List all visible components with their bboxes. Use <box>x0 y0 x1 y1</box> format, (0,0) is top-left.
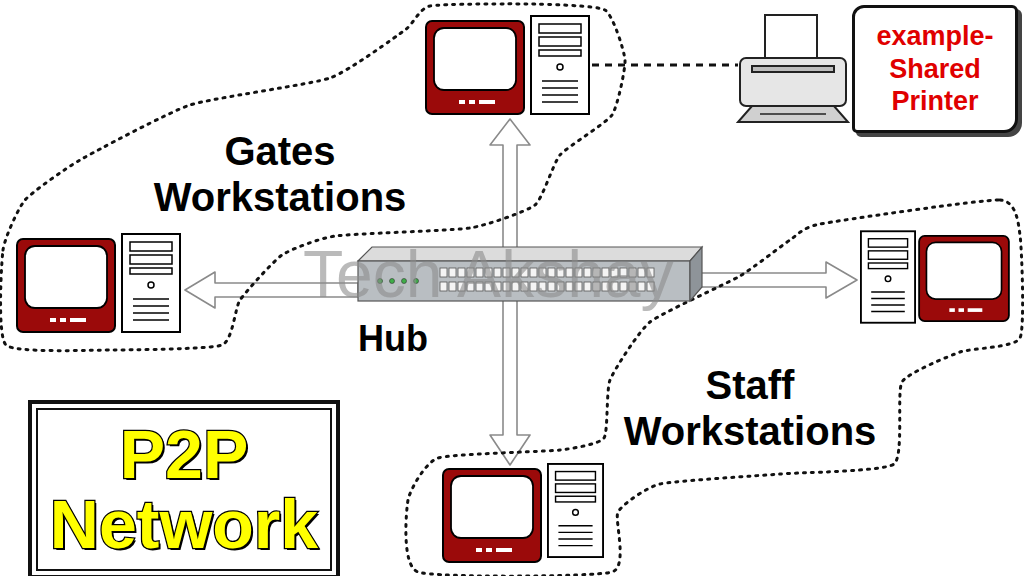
printer-note: example- Shared Printer <box>852 5 1018 133</box>
computer-tower <box>122 234 180 332</box>
note-text: example- Shared Printer <box>863 20 1007 117</box>
arrow-right <box>690 262 857 298</box>
arrow-up <box>490 119 530 250</box>
watermark: Tech Akshay <box>303 236 674 312</box>
hub-label: Hub <box>358 318 478 359</box>
computer-monitor <box>426 21 524 114</box>
title-box: P2P Network <box>28 400 340 576</box>
computer-monitor <box>443 469 541 562</box>
arrow-down <box>490 298 530 465</box>
group-label: Staff Workstations <box>600 362 900 454</box>
printer-icon <box>738 15 848 122</box>
computer-tower <box>548 464 603 557</box>
computer-tower <box>861 231 915 322</box>
computer-tower <box>531 16 589 114</box>
computer-monitor <box>919 236 1009 321</box>
printer-link <box>592 64 738 67</box>
title-text: P2P Network <box>46 420 322 559</box>
computer-monitor <box>17 239 115 332</box>
group-label: Gates Workstations <box>135 128 425 220</box>
